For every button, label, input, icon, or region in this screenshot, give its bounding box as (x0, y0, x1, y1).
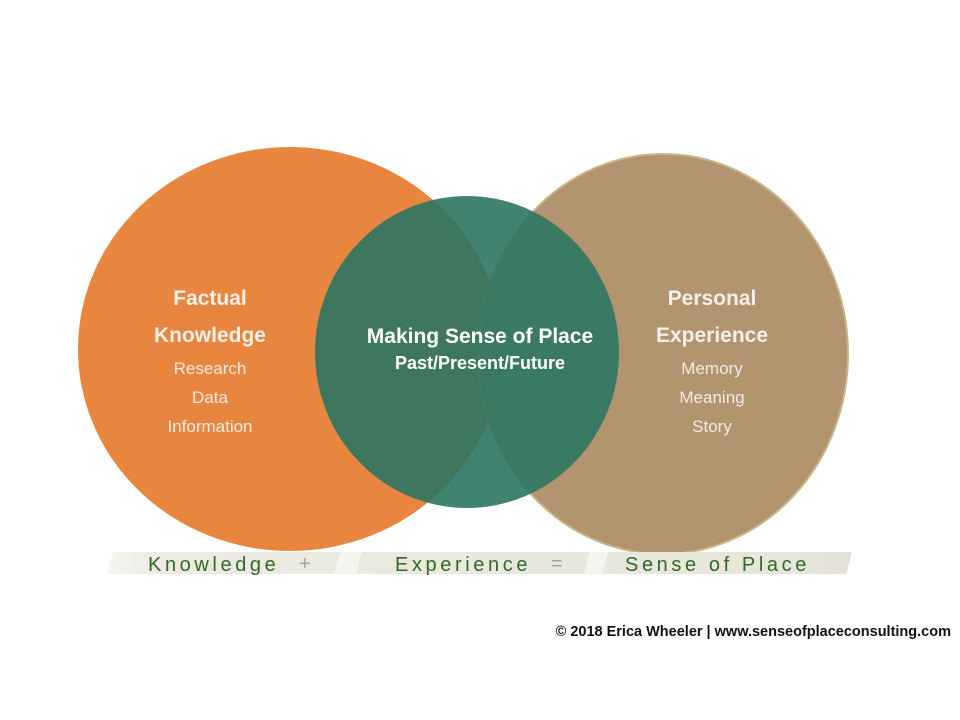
equation-knowledge: Knowledge (148, 554, 279, 576)
center-subtitle: Past/Present/Future (395, 353, 565, 373)
experience-title-line2: Experience (656, 324, 768, 347)
knowledge-item-research: Research (174, 359, 247, 378)
experience-item-memory: Memory (681, 359, 743, 378)
equation-band-divider-2 (584, 552, 608, 574)
sense-of-place-circle (315, 196, 619, 508)
copyright-notice: © 2018 Erica Wheeler | www.senseofplacec… (555, 624, 951, 640)
experience-item-story: Story (692, 417, 732, 436)
knowledge-title-line1: Factual (173, 287, 247, 310)
experience-item-meaning: Meaning (679, 388, 744, 407)
center-title: Making Sense of Place (367, 325, 593, 348)
equation-plus: + (299, 553, 314, 575)
equation-band (107, 552, 852, 574)
equation-equals: = (551, 553, 566, 575)
equation-experience: Experience (395, 554, 531, 576)
knowledge-title-line2: Knowledge (154, 324, 266, 347)
equation-sense-of-place: Sense of Place (625, 554, 810, 576)
knowledge-item-information: Information (167, 417, 252, 436)
equation-band-divider-1 (334, 552, 362, 574)
experience-title-line1: Personal (668, 287, 757, 310)
knowledge-item-data: Data (192, 388, 228, 407)
